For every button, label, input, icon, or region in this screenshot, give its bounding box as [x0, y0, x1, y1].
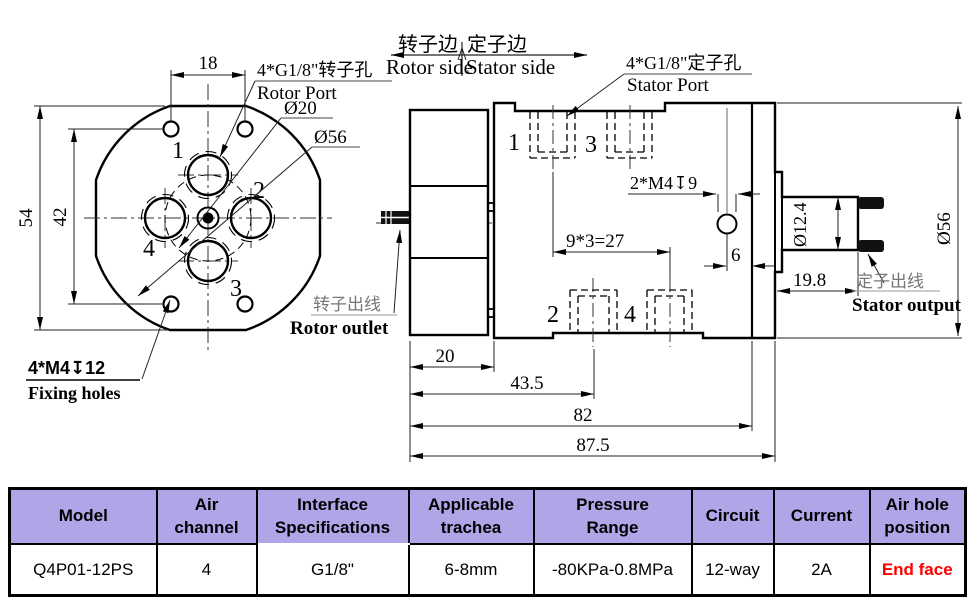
header-circuit: Circuit: [690, 487, 775, 545]
side-port-1-label: 1: [508, 130, 520, 156]
dia20-leader: [178, 117, 282, 249]
dim-82-text: 82: [574, 405, 593, 426]
stator-side-zh: 定子边: [467, 33, 527, 56]
header-model: Model: [8, 487, 158, 545]
dim-18: [170, 70, 246, 121]
port-4: [143, 196, 187, 240]
dia20-text: Ø20: [284, 98, 317, 119]
fixing-leader: [141, 299, 171, 380]
rotor-port-leader: [219, 80, 256, 158]
flange-outline: [94, 104, 322, 332]
rotor-outlet-leader: [393, 229, 403, 314]
stator-port-en: Stator Port: [627, 75, 710, 96]
side-port-3-label: 3: [585, 132, 597, 158]
spec-table-header-row: Model Air channel Interface Specificatio…: [8, 487, 967, 545]
dia56-text: Ø56: [314, 127, 347, 148]
cell-interface-specifications: G1/8": [255, 543, 410, 597]
stator-port-zh: 4*G1/8"定子孔: [626, 53, 741, 73]
header-air-channel: Air channel: [155, 487, 258, 545]
front-port-2-label: 2: [253, 178, 265, 204]
stator-side-en: Stator side: [466, 55, 555, 79]
cell-circuit: 12-way: [690, 543, 775, 597]
stator-output-en: Stator output: [852, 295, 962, 316]
technical-drawing: 18 54 42 1 2 3 4 4*G1/8"转子孔 Rotor Port Ø…: [16, 33, 962, 462]
fixing-holes: [162, 120, 254, 313]
rotor-ports: [143, 153, 273, 283]
rotor-port-label-zh: 4*G1/8"转子孔: [257, 60, 372, 80]
fixing-spec-text: 4*M4↧12: [28, 358, 105, 378]
rotor-outlet-zh: 转子出线: [313, 295, 381, 314]
header-current: Current: [772, 487, 871, 545]
center-hole: [196, 206, 220, 230]
dim-198: [777, 252, 859, 296]
side-indicator: [391, 42, 587, 76]
dim-m4: [628, 191, 760, 212]
front-port-3-label: 3: [230, 276, 242, 302]
dim-body-dia-text: Ø56: [934, 212, 955, 245]
dim-6-text: 6: [731, 245, 741, 266]
dim-42-text: 42: [50, 208, 71, 227]
cell-pressure-range: -80KPa-0.8MPa: [532, 543, 693, 597]
dim-body-dia: [777, 102, 962, 339]
dim-6: [704, 234, 774, 271]
front-port-1-label: 1: [172, 138, 184, 164]
pitch-circle: [164, 174, 252, 262]
dim-198-text: 19.8: [793, 270, 826, 291]
spec-table-data-row: Q4P01-12PS 4 G1/8" 6-8mm -80KPa-0.8MPa 1…: [8, 543, 967, 597]
rotor-block: [408, 108, 490, 337]
m4-hole: [716, 213, 738, 235]
center-hole-fill: [202, 212, 214, 224]
rotor-outlet-en: Rotor outlet: [290, 318, 389, 339]
stator-pins: [858, 197, 884, 252]
spec-table: Model Air channel Interface Specificatio…: [8, 487, 967, 597]
stator-port-leader: [566, 73, 625, 117]
header-applicable-trachea: Applicable trachea: [407, 487, 535, 545]
dim-54-text: 54: [16, 208, 37, 228]
header-interface-specifications: Interface Specifications: [255, 487, 410, 545]
port-3: [186, 239, 230, 283]
side-port-4-label: 4: [624, 302, 636, 328]
dim-42: [68, 128, 163, 305]
fixing-en-text: Fixing holes: [28, 383, 121, 403]
header-air-hole-position: Air hole position: [868, 487, 967, 545]
bottom-port-centerlines: [592, 278, 671, 347]
dim-20-text: 20: [436, 346, 455, 367]
rotor-side-en: Rotor side: [386, 55, 473, 79]
header-pressure-range: Pressure Range: [532, 487, 693, 545]
cell-applicable-trachea: 6-8mm: [407, 543, 535, 597]
cell-model: Q4P01-12PS: [8, 543, 158, 597]
dim-435-text: 43.5: [510, 373, 543, 394]
front-port-4-label: 4: [143, 236, 155, 262]
port-2: [229, 196, 273, 240]
stator-output-zh: 定子出线: [856, 272, 924, 291]
top-port-centerlines: [552, 105, 631, 170]
rotor-cable: [381, 211, 411, 224]
cell-current: 2A: [772, 543, 871, 597]
dim-875-text: 87.5: [576, 435, 609, 456]
rotor-port-label-en: Rotor Port: [257, 83, 337, 104]
stator-body-outline: [492, 101, 860, 340]
dim-shaft-dia-text: Ø12.4: [790, 203, 810, 248]
dim-18-text: 18: [199, 53, 218, 74]
dim-m4-text: 2*M4↧9: [630, 173, 697, 193]
front-view: 18 54 42 1 2 3 4 4*G1/8"转子孔 Rotor Port Ø…: [16, 53, 403, 403]
rotor-side-zh: 转子边: [398, 33, 458, 56]
dim-27: [552, 172, 671, 278]
dia56-leader: [137, 146, 313, 297]
side-view: 转子边 定子边 Rotor side Stator side: [376, 33, 962, 462]
dim-27-text: 9*3=27: [566, 231, 624, 252]
side-port-2-label: 2: [547, 302, 559, 328]
cell-air-channel: 4: [155, 543, 258, 597]
cell-air-hole-position: End face: [868, 543, 967, 597]
port-1: [186, 153, 230, 197]
dim-54: [34, 105, 168, 331]
stator-output-leader: [867, 253, 885, 284]
port-thread-circles: [140, 150, 276, 286]
